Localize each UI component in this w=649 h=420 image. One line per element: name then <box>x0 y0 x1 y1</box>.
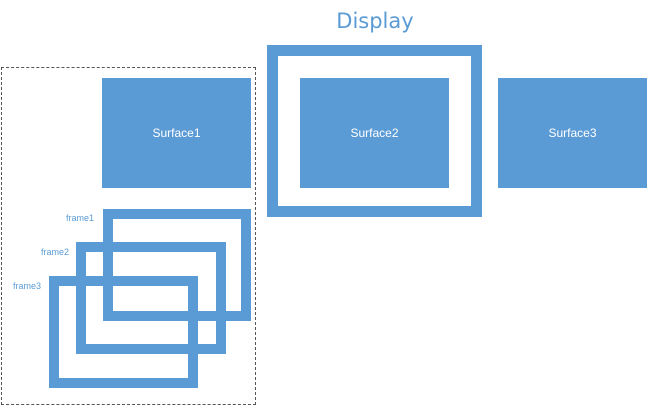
frame3-box <box>49 276 198 388</box>
frame2-label: frame2 <box>41 247 70 257</box>
surface1-box: Surface1 <box>102 78 251 188</box>
surface2-label: Surface2 <box>350 126 399 140</box>
surface3-box: Surface3 <box>498 78 647 188</box>
surface3-label: Surface3 <box>548 126 597 140</box>
surface1-label: Surface1 <box>152 126 201 140</box>
frame2-box <box>76 242 226 354</box>
frame3-label: frame3 <box>13 281 42 291</box>
display-title: Display <box>336 9 414 33</box>
frame1-label: frame1 <box>66 213 95 223</box>
surface2-box: Surface2 <box>300 78 449 188</box>
surface1-frames-group <box>1 67 256 405</box>
frame1-box <box>103 209 251 321</box>
